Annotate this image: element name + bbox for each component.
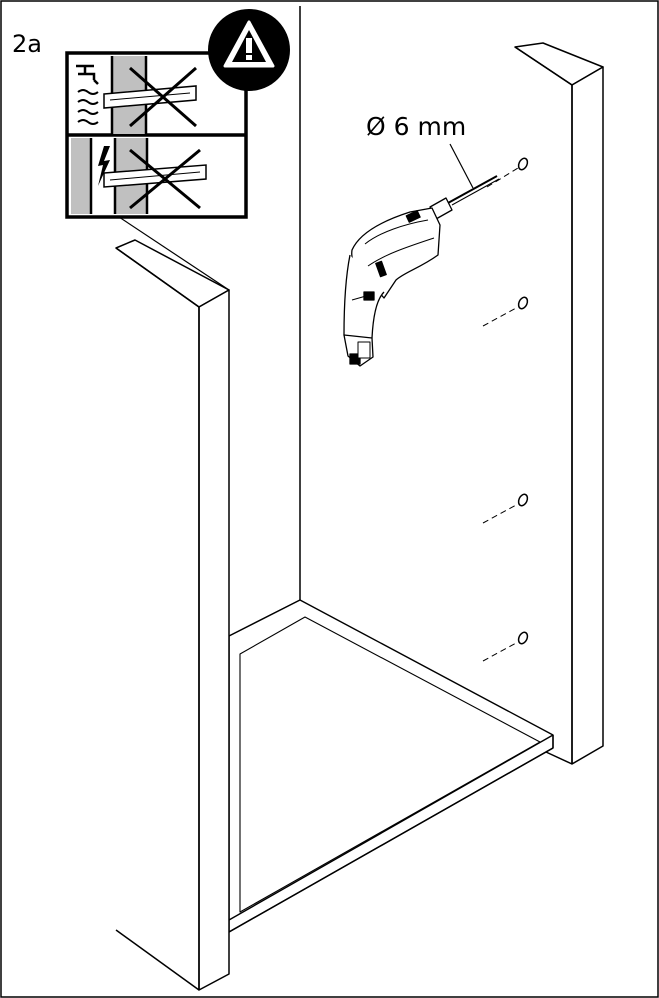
warning-triangle-icon — [208, 9, 290, 91]
drill-diameter-label: Ø 6 mm — [366, 112, 467, 141]
drill-holes — [482, 157, 529, 662]
step-number: 2a — [12, 30, 42, 58]
drill-hole — [482, 631, 529, 662]
drill-icon — [343, 175, 500, 367]
drill-hole — [482, 296, 529, 327]
hazard-warning-box — [65, 9, 290, 219]
back-wall-side-edge — [571, 66, 604, 765]
drill-hole — [482, 493, 529, 524]
front-wall — [115, 239, 230, 991]
dimension-leader — [449, 143, 474, 189]
front-wall-side-edge — [198, 289, 230, 991]
electric-cable-icon — [71, 138, 207, 214]
front-wall-top-edge — [115, 239, 230, 308]
back-wall — [514, 42, 604, 765]
drill-hole — [486, 157, 529, 188]
water-pipe-icon — [76, 56, 197, 134]
shower-tray — [228, 599, 554, 933]
